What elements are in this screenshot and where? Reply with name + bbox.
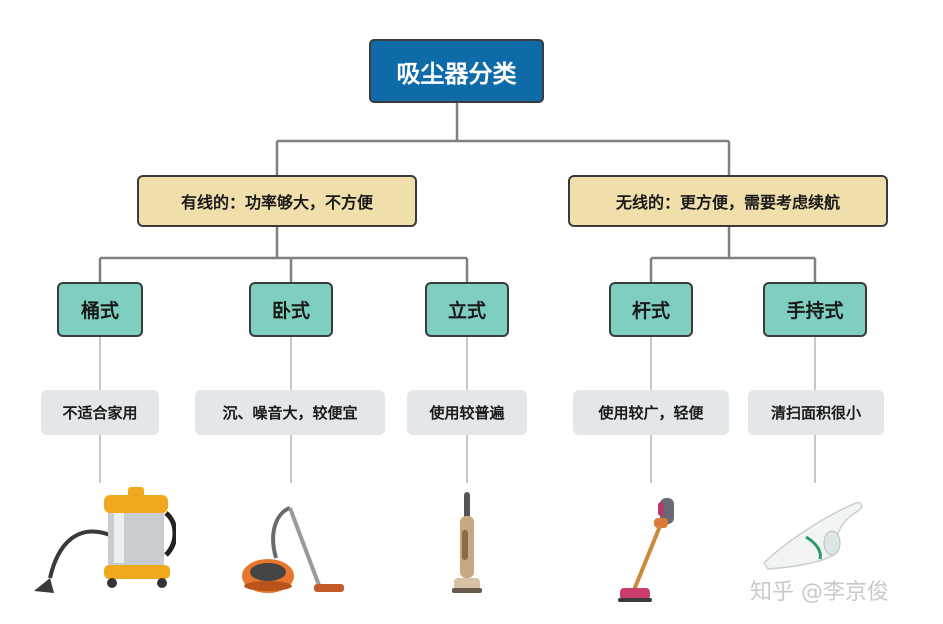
note-bucket: 不适合家用 xyxy=(41,390,159,435)
bucket-vacuum-cleaner-image xyxy=(34,487,176,593)
note-canister: 沉、噪音大，较便宜 xyxy=(195,390,385,435)
watermark: 知乎 @李京俊 xyxy=(750,580,889,605)
type-stick: 杆式 xyxy=(609,282,693,337)
type-handheld: 手持式 xyxy=(763,282,867,337)
note-stick: 使用较广，轻便 xyxy=(573,390,729,435)
connector-wired-to-types xyxy=(98,227,469,282)
type-upright: 立式 xyxy=(425,282,509,337)
connector-notes-to-images xyxy=(99,435,816,483)
upright-vacuum-cleaner-image xyxy=(452,492,482,593)
type-bucket: 桶式 xyxy=(57,282,143,337)
stick-vacuum-cleaner-image xyxy=(618,498,674,602)
note-upright: 使用较普遍 xyxy=(407,390,527,435)
root-node: 吸尘器分类 xyxy=(369,39,544,103)
note-handheld: 清扫面积很小 xyxy=(748,390,884,435)
connector-root-to-categories xyxy=(275,103,731,175)
type-canister: 卧式 xyxy=(249,282,333,337)
canister-vacuum-cleaner-image xyxy=(242,506,344,593)
connector-wireless-to-types xyxy=(649,227,817,282)
handheld-vacuum-cleaner-image xyxy=(763,501,863,570)
category-wireless: 无线的：更方便，需要考虑续航 xyxy=(568,175,888,227)
connector-types-to-notes xyxy=(99,337,816,390)
category-wired: 有线的：功率够大，不方便 xyxy=(137,175,417,227)
